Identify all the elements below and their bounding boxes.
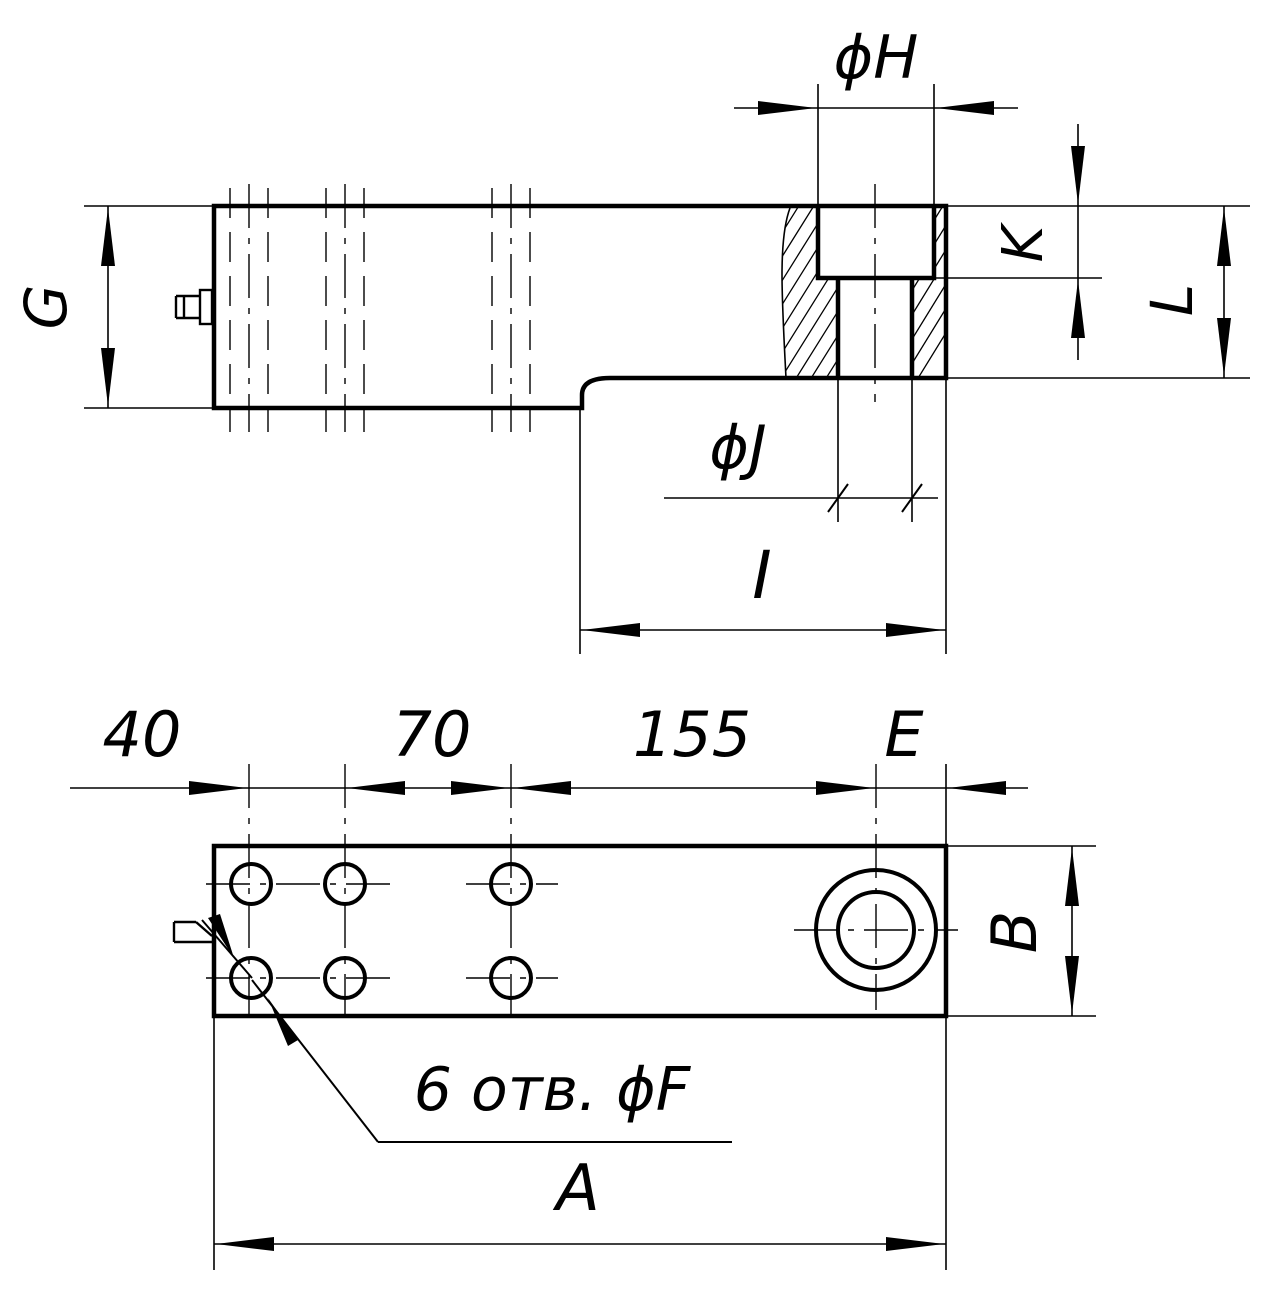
dimension-phi-h: ϕH bbox=[734, 23, 1018, 204]
side-center-lines bbox=[248, 184, 876, 432]
side-view: G ϕH K L bbox=[12, 23, 1250, 654]
top-center-lines bbox=[206, 764, 958, 1022]
top-body-outline bbox=[211, 843, 949, 1019]
label-70: 70 bbox=[393, 698, 472, 771]
cable-connector-top bbox=[172, 920, 213, 944]
label-40: 40 bbox=[103, 698, 182, 771]
counterbore-outline bbox=[815, 206, 937, 281]
cable-connector bbox=[174, 288, 214, 326]
break-line bbox=[781, 207, 791, 379]
label-g: G bbox=[12, 285, 80, 330]
dimension-b: B bbox=[948, 845, 1096, 1017]
dimension-phi-j: ϕJ bbox=[664, 380, 938, 522]
dimension-g: G bbox=[12, 205, 212, 409]
label-k: K bbox=[991, 221, 1056, 262]
label-holes-note: 6 отв. ϕF bbox=[414, 1055, 692, 1125]
section-hatching bbox=[781, 207, 946, 379]
label-b: B bbox=[978, 911, 1051, 954]
label-phi-h: ϕH bbox=[834, 23, 919, 93]
dimension-i: I bbox=[579, 380, 947, 654]
side-body-outline bbox=[211, 203, 949, 411]
dimension-k: K bbox=[936, 124, 1250, 360]
label-a: A bbox=[552, 1152, 600, 1226]
label-phi-j: ϕJ bbox=[709, 413, 766, 483]
top-view: 40 70 155 E B 6 отв. ϕF bbox=[70, 698, 1096, 1270]
label-i: I bbox=[752, 537, 771, 614]
hidden-holes bbox=[229, 188, 531, 432]
dimension-l: L bbox=[948, 206, 1250, 379]
dimension-chain-top: 40 70 155 E bbox=[70, 698, 1028, 844]
label-l: L bbox=[1138, 284, 1206, 316]
dimension-a: A bbox=[213, 1018, 947, 1270]
label-155: 155 bbox=[633, 698, 751, 771]
holes-leader: 6 отв. ϕF bbox=[201, 914, 732, 1143]
label-e: E bbox=[884, 698, 924, 771]
